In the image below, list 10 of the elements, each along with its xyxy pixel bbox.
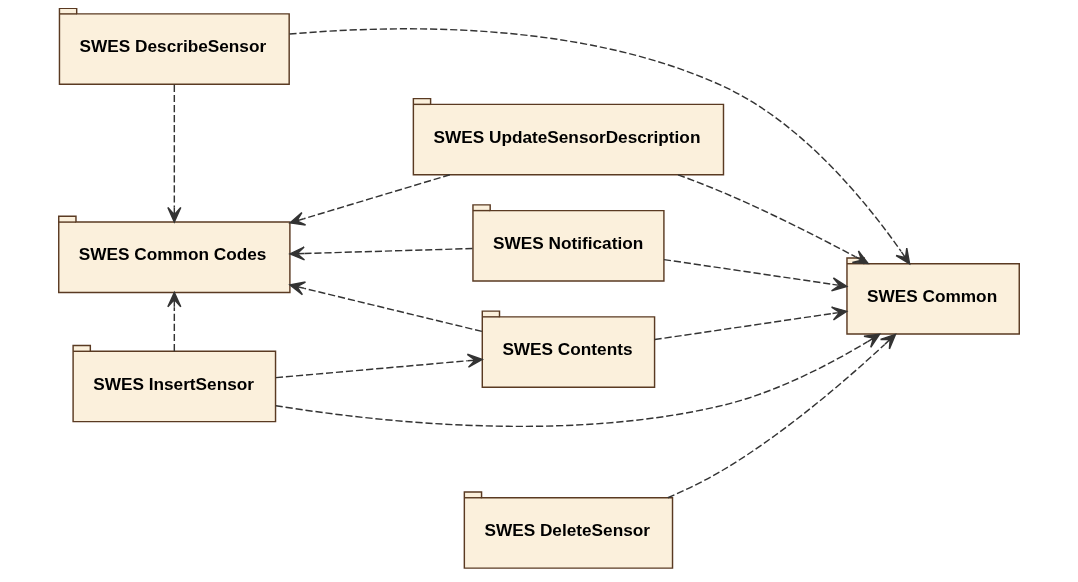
arrow — [667, 333, 897, 499]
arrow — [167, 84, 182, 223]
arrow — [289, 174, 451, 226]
arrow — [663, 258, 848, 292]
arrow — [167, 291, 182, 352]
arrow — [653, 306, 848, 341]
arrow — [275, 333, 881, 428]
arrow — [289, 281, 483, 333]
arrow — [275, 353, 483, 379]
arrow — [289, 246, 474, 261]
